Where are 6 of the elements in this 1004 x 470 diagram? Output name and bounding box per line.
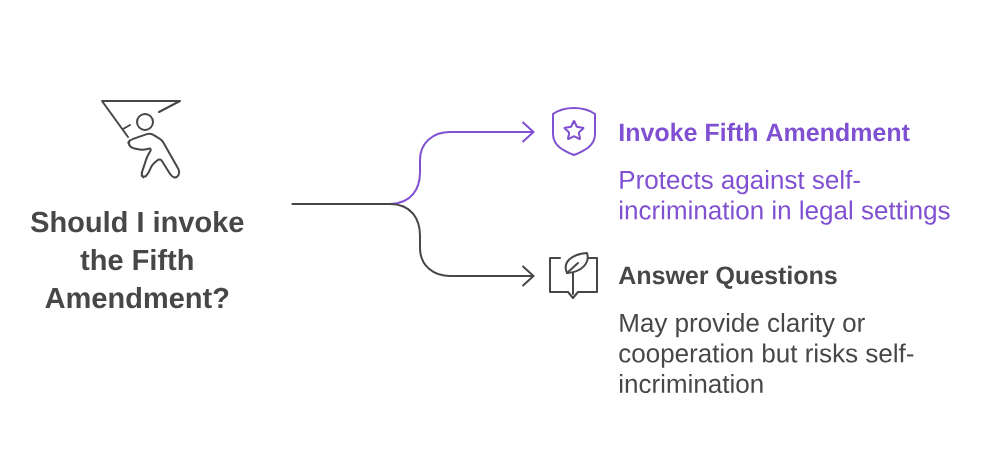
option-description: May provide clarity or cooperation but risks self-incrimination xyxy=(619,313,914,394)
question-text: Should I invoke the Fifth Amendment? xyxy=(30,211,244,309)
option-description: Protects against self-incrimination in legal settings xyxy=(620,170,950,225)
option-heading: Answer Questions xyxy=(618,265,837,289)
arrow xyxy=(291,203,535,287)
option-heading: Invoke Fifth Amendment xyxy=(619,122,910,142)
